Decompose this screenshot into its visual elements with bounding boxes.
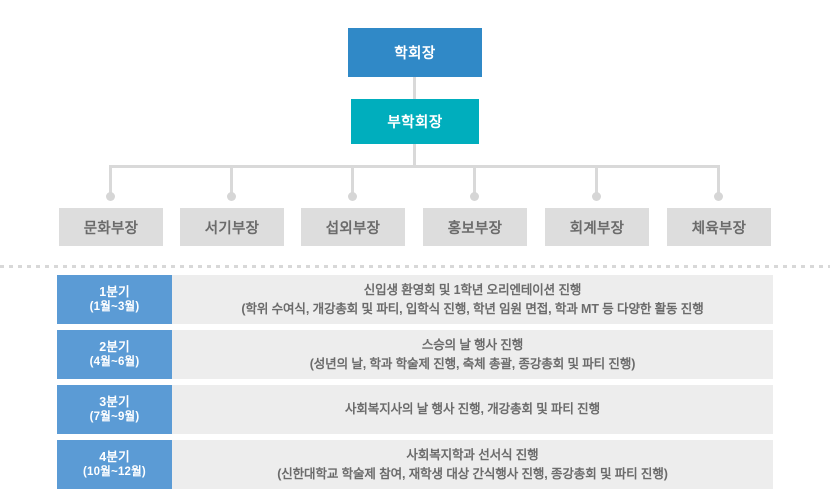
timeline-content-3: 사회복지사의 날 행사 진행, 개강총회 및 파티 진행 [172, 385, 773, 434]
connector-vice-president-to-bus [413, 144, 416, 167]
connector-drop-4 [473, 165, 476, 196]
timeline-content-sub-2: (성년의 날, 학과 학술제 진행, 축체 총괄, 종강총회 및 파티 진행) [309, 356, 636, 371]
timeline-quarter-title-3: 3분기 [99, 394, 130, 409]
timeline-content-sub-4: (신한대학교 학술제 참여, 재학생 대상 간식행사 진행, 종강총회 및 파티… [277, 466, 668, 481]
timeline-quarter-range-1: (1월~3월) [89, 301, 140, 314]
timeline-content-1: 신입생 환영회 및 1학년 오리엔테이션 진행 (학위 수여식, 개강총회 및 … [172, 275, 773, 324]
timeline-row: 2분기 (4월~6월) 스승의 날 행사 진행 (성년의 날, 학과 학술제 진… [57, 330, 773, 379]
timeline-quarter-label-3: 3분기 (7월~9월) [57, 385, 172, 434]
timeline-row: 4분기 (10월~12월) 사회복지학과 선서식 진행 (신한대학교 학술제 참… [57, 440, 773, 489]
org-node-department-2[interactable]: 서기부장 [180, 208, 284, 246]
timeline-quarter-range-2: (4월~6월) [89, 356, 140, 369]
timeline-content-main-2: 스승의 날 행사 진행 [421, 337, 524, 352]
org-node-president-label: 학회장 [394, 46, 436, 62]
connector-dot-6 [714, 192, 723, 201]
connector-dot-4 [470, 192, 479, 201]
connector-drop-6 [717, 165, 720, 196]
timeline-row: 1분기 (1월~3월) 신입생 환영회 및 1학년 오리엔테이션 진행 (학위 … [57, 275, 773, 324]
timeline-quarter-label-2: 2분기 (4월~6월) [57, 330, 172, 379]
connector-drop-5 [595, 165, 598, 196]
timeline-content-sub-1: (학위 수여식, 개강총회 및 파티, 입학식 진행, 학년 임원 면접, 학과… [241, 301, 704, 316]
quarterly-activity-timeline: 1분기 (1월~3월) 신입생 환영회 및 1학년 오리엔테이션 진행 (학위 … [57, 275, 773, 495]
connector-drop-1 [109, 165, 112, 196]
connector-dot-2 [227, 192, 236, 201]
connector-drop-3 [351, 165, 354, 196]
org-node-department-6[interactable]: 체육부장 [667, 208, 771, 246]
org-node-department-3[interactable]: 섭외부장 [301, 208, 405, 246]
section-divider [0, 265, 830, 268]
connector-horizontal-bus [109, 165, 717, 168]
timeline-quarter-title-2: 2분기 [99, 339, 130, 354]
connector-dot-1 [106, 192, 115, 201]
timeline-quarter-range-4: (10월~12월) [83, 466, 146, 479]
timeline-quarter-title-4: 4분기 [99, 449, 130, 464]
org-node-department-4-label: 홍보부장 [447, 220, 503, 237]
org-node-department-4[interactable]: 홍보부장 [423, 208, 527, 246]
org-node-department-1-label: 문화부장 [83, 220, 139, 237]
org-node-vice-president-label: 부학회장 [387, 115, 443, 131]
org-node-department-1[interactable]: 문화부장 [59, 208, 163, 246]
timeline-content-main-1: 신입생 환영회 및 1학년 오리엔테이션 진행 [363, 282, 582, 297]
org-node-department-5-label: 회계부장 [569, 220, 625, 237]
timeline-quarter-label-4: 4분기 (10월~12월) [57, 440, 172, 489]
org-node-department-5[interactable]: 회계부장 [545, 208, 649, 246]
connector-president-to-vice-president [413, 77, 416, 99]
org-node-department-3-label: 섭외부장 [325, 220, 381, 237]
connector-dot-5 [592, 192, 601, 201]
connector-dot-3 [348, 192, 357, 201]
timeline-row: 3분기 (7월~9월) 사회복지사의 날 행사 진행, 개강총회 및 파티 진행 [57, 385, 773, 434]
org-chart: 학회장 부학회장 문화부장 서기부장 섭외부장 홍보부장 회계부장 체육부장 [59, 28, 771, 246]
org-node-department-2-label: 서기부장 [204, 220, 260, 237]
org-node-president[interactable]: 학회장 [348, 28, 482, 77]
org-node-department-6-label: 체육부장 [691, 220, 747, 237]
timeline-content-4: 사회복지학과 선서식 진행 (신한대학교 학술제 참여, 재학생 대상 간식행사… [172, 440, 773, 489]
org-node-vice-president[interactable]: 부학회장 [351, 99, 479, 144]
timeline-content-2: 스승의 날 행사 진행 (성년의 날, 학과 학술제 진행, 축체 총괄, 종강… [172, 330, 773, 379]
timeline-content-main-4: 사회복지학과 선서식 진행 [406, 447, 539, 462]
timeline-quarter-range-3: (7월~9월) [89, 411, 140, 424]
timeline-content-main-3: 사회복지사의 날 행사 진행, 개강총회 및 파티 진행 [345, 402, 600, 417]
connector-drop-2 [230, 165, 233, 196]
timeline-quarter-title-1: 1분기 [99, 284, 130, 299]
timeline-quarter-label-1: 1분기 (1월~3월) [57, 275, 172, 324]
